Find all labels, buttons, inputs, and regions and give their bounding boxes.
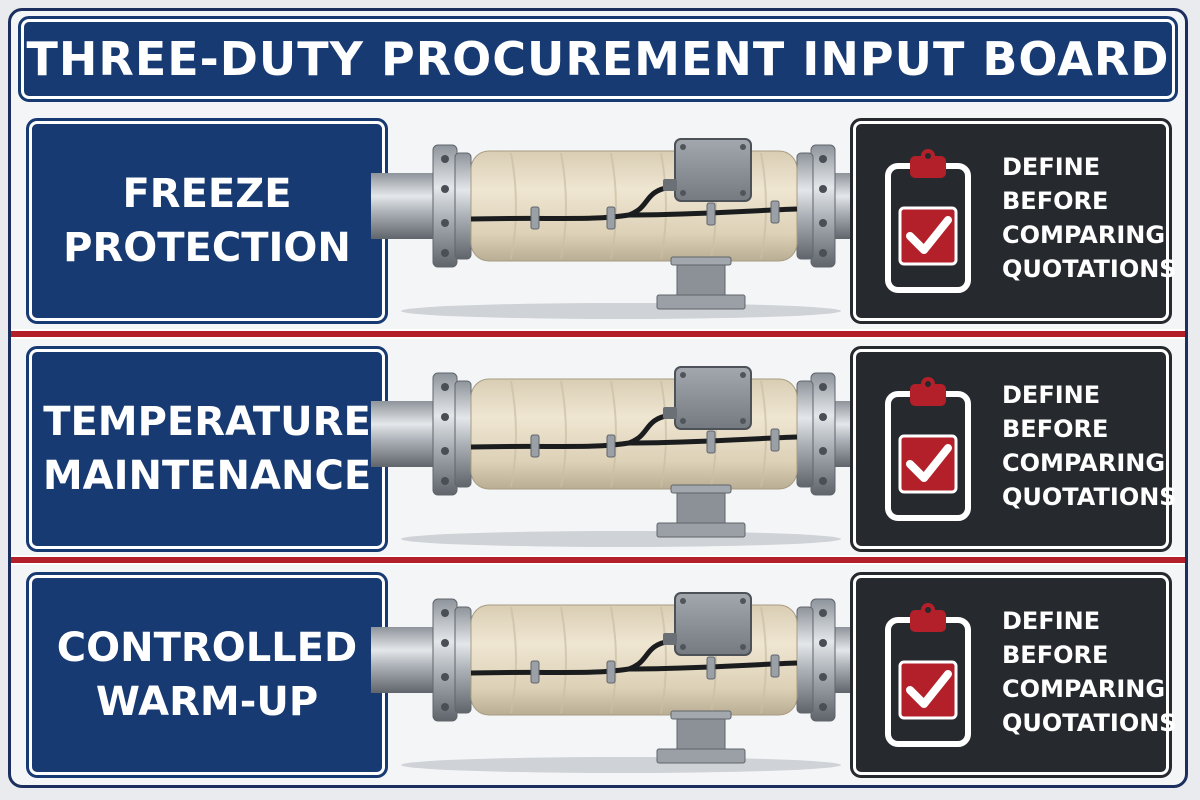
note-line: COMPARING [1002,675,1166,703]
duty-panel: TEMPERATURE MAINTENANCE [26,346,388,552]
note-line: DEFINE [1002,153,1101,181]
procurement-board: THREE-DUTY PROCUREMENT INPUT BOARD FREEZ… [8,8,1188,788]
checklist-note: DEFINE BEFORE COMPARING QUOTATIONS [1002,378,1177,514]
note-line: QUOTATIONS [1002,709,1177,737]
note-line: DEFINE [1002,381,1101,409]
row-divider [11,329,1185,339]
duty-panel: FREEZE PROTECTION [26,118,388,324]
heat-traced-pipe-icon [371,592,871,773]
heat-traced-pipe-icon [371,366,871,547]
clipboard-check-icon [885,603,971,747]
duty-row-controlled-warm-up: CONTROLLED WARM-UP [11,565,1185,785]
note-line: COMPARING [1002,221,1166,249]
duty-label: TEMPERATURE MAINTENANCE [42,399,372,499]
note-line: DEFINE [1002,607,1101,635]
duty-row-freeze-protection: FREEZE PROTECTION [11,111,1185,331]
note-line: BEFORE [1002,641,1109,669]
note-line: BEFORE [1002,187,1109,215]
note-line: BEFORE [1002,415,1109,443]
board-header: THREE-DUTY PROCUREMENT INPUT BOARD [18,16,1178,102]
duty-label: CONTROLLED WARM-UP [56,625,358,725]
checklist-note: DEFINE BEFORE COMPARING QUOTATIONS [1002,150,1177,286]
heat-traced-pipe-icon [371,138,871,319]
clipboard-check-icon [885,377,971,521]
note-line: COMPARING [1002,449,1166,477]
checklist-panel: DEFINE BEFORE COMPARING QUOTATIONS [850,118,1177,324]
row-divider [11,555,1185,565]
checklist-panel: DEFINE BEFORE COMPARING QUOTATIONS [850,572,1177,778]
duty-panel: CONTROLLED WARM-UP [26,572,388,778]
duty-row-temperature-maintenance: TEMPERATURE MAINTENANCE [11,339,1185,559]
board-title: THREE-DUTY PROCUREMENT INPUT BOARD [26,32,1170,86]
note-line: QUOTATIONS [1002,255,1177,283]
duty-label: FREEZE PROTECTION [63,171,351,271]
note-line: QUOTATIONS [1002,483,1177,511]
clipboard-check-icon [885,149,971,293]
checklist-note: DEFINE BEFORE COMPARING QUOTATIONS [1002,604,1177,740]
checklist-panel: DEFINE BEFORE COMPARING QUOTATIONS [850,346,1177,552]
